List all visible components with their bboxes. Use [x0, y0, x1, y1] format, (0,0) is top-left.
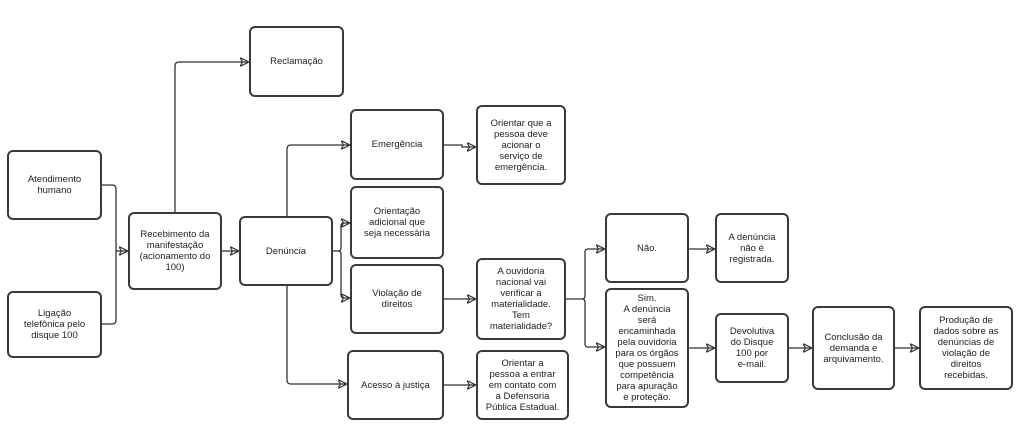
edge-denuncia-emergencia — [286, 145, 349, 216]
node-orientacao-adicional: Orientação adicional que seja necessária — [350, 186, 444, 259]
node-producao: Produção de dados sobre as denúncias de … — [919, 306, 1013, 390]
edge-ligacao-recebimento — [102, 251, 117, 325]
node-acesso-justica: Acesso à justiça — [347, 350, 444, 420]
node-emergencia: Emergência — [350, 109, 444, 180]
node-sim: Sim. A denúncia será encaminhada pela ou… — [605, 288, 689, 408]
node-nao: Não. — [605, 213, 689, 283]
node-conclusao: Conclusão da demanda e arquivamento. — [812, 306, 895, 390]
node-ligacao-telefonica: Ligação telefônica pelo disque 100 — [7, 291, 102, 358]
edge-atendimento-recebimento — [102, 184, 127, 251]
edge-ouvidoria-nao — [566, 249, 604, 300]
edge-denuncia-acesso — [286, 286, 346, 384]
node-atendimento-humano: Atendimento humano — [7, 150, 102, 220]
edge-denuncia-orientacao — [333, 223, 349, 252]
node-ouvidoria: A ouvidoria nacional vai verificar a mat… — [476, 258, 566, 340]
node-denuncia: Denúncia — [239, 216, 333, 286]
node-recebimento: Recebimento da manifestação (acionamento… — [128, 212, 222, 290]
node-orientar-emergencia: Orientar que a pessoa deve acionar o ser… — [476, 105, 566, 185]
node-reclamacao: Reclamação — [249, 26, 344, 97]
node-devolutiva: Devolutiva do Disque 100 por e-mail. — [715, 313, 789, 383]
edge-recebimento-reclamacao — [174, 62, 248, 212]
edge-denuncia-violacao — [337, 250, 349, 298]
edge-emergencia-orientar — [444, 145, 475, 147]
node-violacao-direitos: Violação de direitos — [350, 264, 444, 334]
node-orientar-defensoria: Orientar a pessoa a entrar em contato co… — [476, 350, 569, 420]
node-nao-registrada: A denúncia não é registrada. — [715, 213, 789, 283]
edge-ouvidoria-sim — [581, 298, 604, 347]
